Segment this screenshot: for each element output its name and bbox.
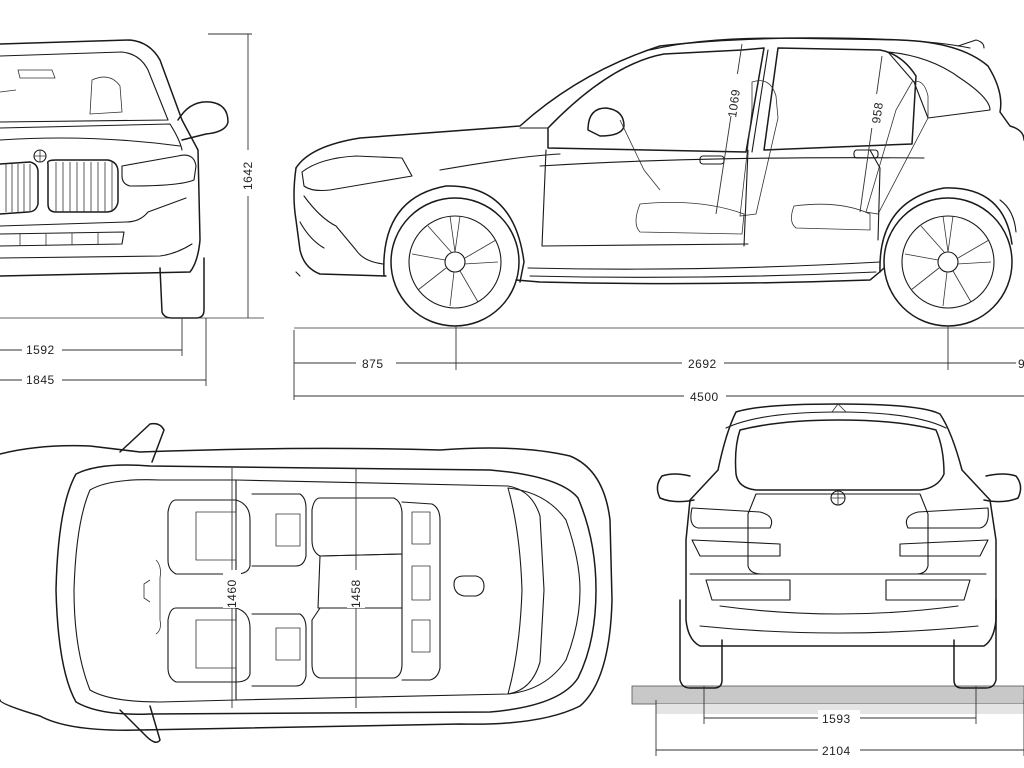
front-seats [167, 493, 307, 687]
dim-rear-overhang: 9 [1018, 357, 1024, 371]
front-wheel [390, 197, 520, 327]
rear-wheel [883, 197, 1013, 327]
dim-rear-headroom: 958 [869, 101, 886, 124]
rear-seats [311, 497, 441, 681]
bmw-logo-rear [830, 490, 846, 506]
dim-rear-track: 1593 [822, 712, 851, 726]
dim-width-mirrors: 2104 [822, 744, 851, 758]
side-view: 1069 958 875 2692 9 4500 [293, 37, 1024, 404]
dim-front-width: 1845 [26, 373, 55, 387]
dim-front-shoulder: 1460 [225, 579, 239, 608]
dim-height: 1642 [241, 161, 255, 190]
top-view: 1460 1458 [0, 422, 613, 743]
dim-overall-length: 4500 [690, 390, 719, 404]
dim-front-headroom: 1069 [725, 88, 743, 118]
dim-wheelbase: 2692 [688, 357, 717, 371]
dim-front-track: 1592 [26, 343, 55, 357]
dim-front-overhang: 875 [362, 357, 384, 371]
rear-view: 1593 2104 [631, 403, 1024, 758]
front-view: 1642 1592 1845 [0, 33, 264, 388]
bmw-logo-front [33, 149, 47, 163]
dim-rear-shoulder: 1458 [349, 579, 363, 608]
